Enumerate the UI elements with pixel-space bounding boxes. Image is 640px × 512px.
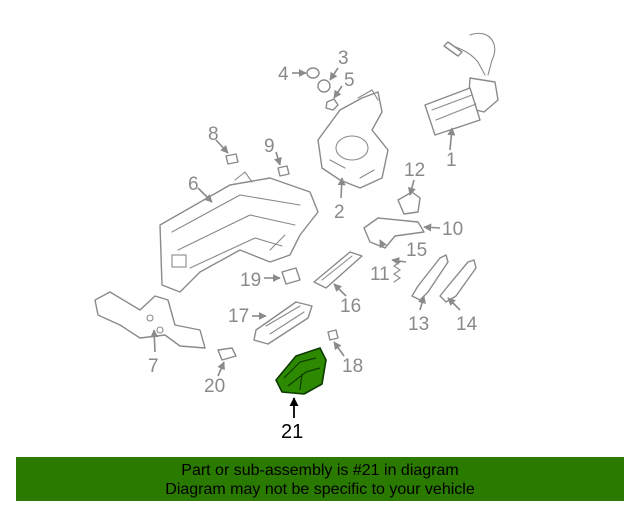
- parts-diagram: 1 2 3 4 5 6 7 8 9 10 11 12 13 14 15 16 1…: [94, 32, 499, 443]
- part-3-cap: [317, 79, 331, 93]
- label-1: 1: [446, 150, 457, 171]
- label-13: 13: [408, 314, 429, 335]
- label-19: 19: [240, 270, 261, 291]
- part-10-lever: [363, 217, 425, 249]
- label-11: 11: [370, 264, 390, 285]
- leader-lines: [150, 67, 461, 418]
- part-21-housing-highlighted: [275, 347, 327, 395]
- part-20-pin: [217, 347, 237, 361]
- part-16-rail: [313, 251, 363, 289]
- label-9: 9: [264, 136, 275, 157]
- label-7: 7: [148, 356, 159, 377]
- part-4-washer: [306, 67, 320, 79]
- label-2: 2: [334, 202, 345, 223]
- label-14: 14: [456, 314, 478, 335]
- label-20: 20: [204, 376, 225, 397]
- part-12-clip: [397, 191, 421, 215]
- part-21-body: [275, 347, 327, 395]
- label-16: 16: [340, 296, 361, 317]
- part-8-pin: [225, 153, 239, 165]
- part-17-bracket: [253, 301, 313, 345]
- label-18: 18: [342, 356, 363, 377]
- banner-line-2: Diagram may not be specific to your vehi…: [165, 481, 475, 498]
- part-7-mount-bracket: [94, 291, 206, 349]
- part-labels: 1 2 3 4 5 6 7 8 9 10 11 12 13 14 15 16 1…: [148, 48, 478, 443]
- part-11-spring: [393, 259, 402, 283]
- label-4: 4: [278, 64, 289, 85]
- info-banner: Part or sub-assembly is #21 in diagram D…: [16, 457, 624, 501]
- part-2-column-housing: [317, 89, 389, 189]
- label-5: 5: [344, 70, 355, 91]
- banner-line-1: Part or sub-assembly is #21 in diagram: [181, 462, 459, 479]
- part-1-actuator: [424, 32, 499, 136]
- label-10: 10: [442, 219, 463, 240]
- label-15: 15: [406, 240, 427, 261]
- part-9-pin: [277, 165, 290, 177]
- part-19-block: [281, 267, 301, 285]
- label-17: 17: [228, 306, 249, 327]
- label-12: 12: [404, 160, 425, 181]
- part-18-pin: [327, 329, 339, 341]
- label-21-highlighted: 21: [281, 421, 303, 443]
- label-6: 6: [188, 174, 199, 195]
- label-8: 8: [208, 124, 219, 145]
- part-5-nut: [325, 98, 339, 111]
- part-6-column-bracket: [159, 171, 319, 293]
- label-3: 3: [338, 48, 349, 69]
